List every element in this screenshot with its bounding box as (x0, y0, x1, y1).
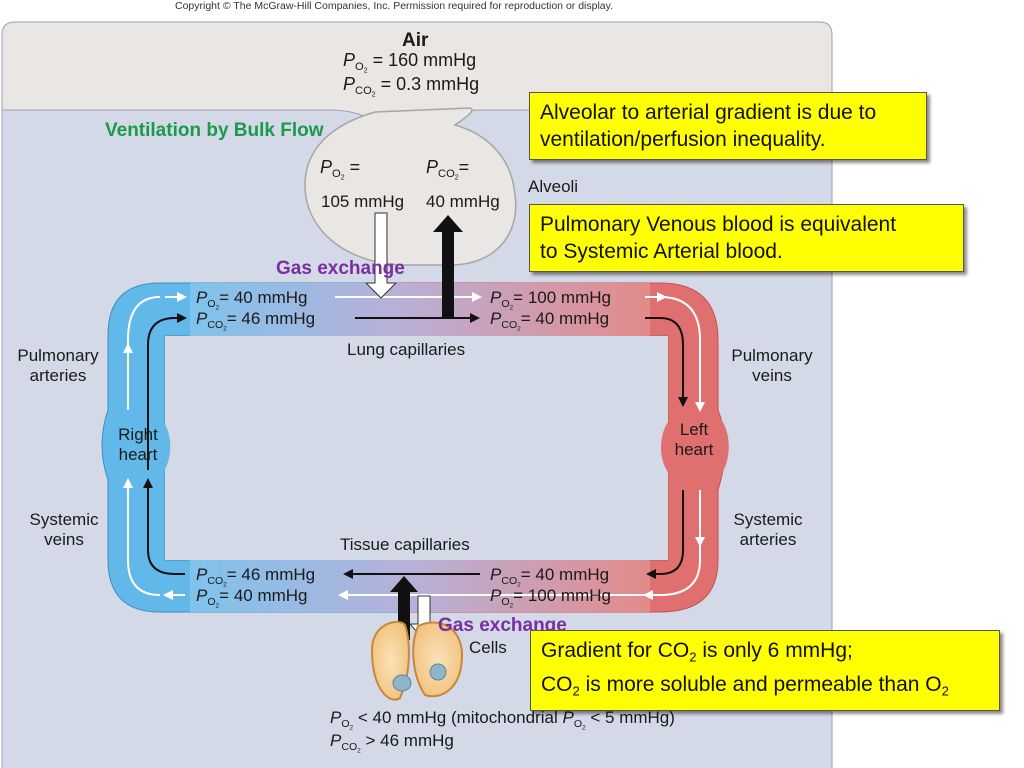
tissue-left-po2: PO2= 40 mmHg (196, 586, 308, 609)
lung-capillary-band (190, 283, 650, 336)
callout-co2-gradient: Gradient for CO2 is only 6 mmHg; CO2 is … (530, 630, 1000, 712)
cells-label: Cells (469, 638, 507, 657)
co2-diffusion-arrow-bottom (390, 576, 418, 640)
alveolus-shape (304, 107, 517, 266)
lung-right-pco2: PCO2= 40 mmHg (490, 309, 610, 332)
left-heart-shape (660, 410, 729, 485)
o2-diffusion-arrow-top (364, 212, 398, 299)
white-flow-left (127, 296, 161, 596)
ventilation-label: Ventilation by Bulk Flow (105, 120, 324, 141)
tissue-right-pco2: PCO2= 40 mmHg (490, 565, 610, 588)
black-flow-right (645, 317, 688, 407)
tissue-capillaries-label: Tissue capillaries (340, 535, 470, 554)
gas-exchange-top-label: Gas exchange (276, 258, 405, 279)
black-flow-right2 (646, 490, 684, 579)
air-title: Air (402, 30, 429, 51)
alveoli-label: Alveoli (528, 177, 579, 196)
alveoli-pco2-label: PCO2= (426, 157, 470, 182)
alveoli-pco2-value: 40 mmHg (426, 192, 500, 211)
cells-po2: PO2 < 40 mmHg (mitochondrial PO2 < 5 mmH… (330, 708, 675, 731)
loop-inner-panel (165, 336, 668, 560)
right-heart-shape (103, 410, 171, 485)
air-pco2: PCO2 = 0.3 mmHg (343, 74, 480, 99)
lung-capillaries-label: Lung capillaries (347, 340, 466, 359)
lung-left-pco2: PCO2= 46 mmHg (196, 309, 316, 332)
tissue-left-pco2: PCO2= 46 mmHg (196, 565, 316, 588)
cells-illustration (370, 621, 464, 701)
alveoli-po2-label: PO2 = (320, 157, 361, 182)
copyright-notice: Copyright © The McGraw-Hill Companies, I… (175, 0, 614, 12)
air-po2: PO2 = 160 mmHg (343, 50, 477, 75)
co2-diffusion-arrow-top (433, 215, 463, 318)
cells-pco2: PCO2 > 46 mmHg (330, 731, 454, 754)
lung-left-po2: PO2= 40 mmHg (196, 288, 308, 311)
tissue-right-po2: PO2= 100 mmHg (490, 586, 611, 609)
black-flow-left-bottom (143, 478, 185, 575)
lung-right-po2: PO2= 100 mmHg (490, 288, 611, 311)
alveoli-po2-value: 105 mmHg (321, 192, 405, 211)
